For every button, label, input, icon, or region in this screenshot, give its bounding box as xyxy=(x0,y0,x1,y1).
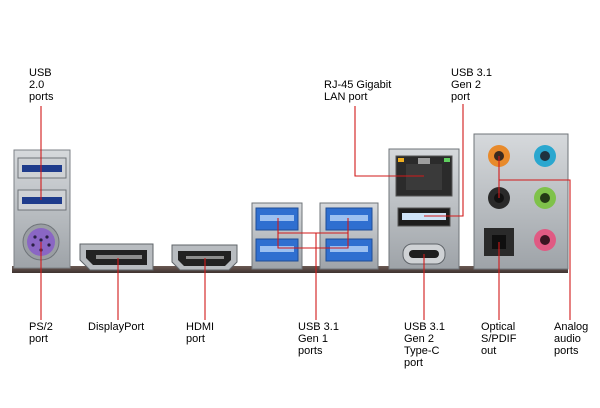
label-optical: Optical S/PDIF out xyxy=(481,321,517,357)
label-usb31gen2: USB 3.1 Gen 2 port xyxy=(451,67,492,103)
label-usb31-typec: USB 3.1 Gen 2 Type-C port xyxy=(404,321,445,369)
label-hdmi: HDMI port xyxy=(186,321,215,345)
label-displayport: DisplayPort xyxy=(88,321,145,333)
label-analog: Analog audio ports xyxy=(554,321,589,357)
displayport-image xyxy=(79,243,154,271)
label-rj45: RJ-45 Gigabit LAN port xyxy=(324,79,392,103)
audio-block-image xyxy=(473,133,569,270)
usb31gen2-leader xyxy=(424,104,464,217)
rj45-leader xyxy=(354,106,424,177)
usb31gen1-ports-image xyxy=(251,202,379,270)
analog-leader xyxy=(499,179,571,320)
leader-lines xyxy=(40,104,571,320)
label-ps2: PS/2 port xyxy=(29,321,53,345)
label-usb31gen1: USB 3.1 Gen 1 ports xyxy=(298,321,339,357)
lan-usb-block-image xyxy=(388,148,460,270)
label-usb20: USB 2.0 ports xyxy=(29,67,54,103)
